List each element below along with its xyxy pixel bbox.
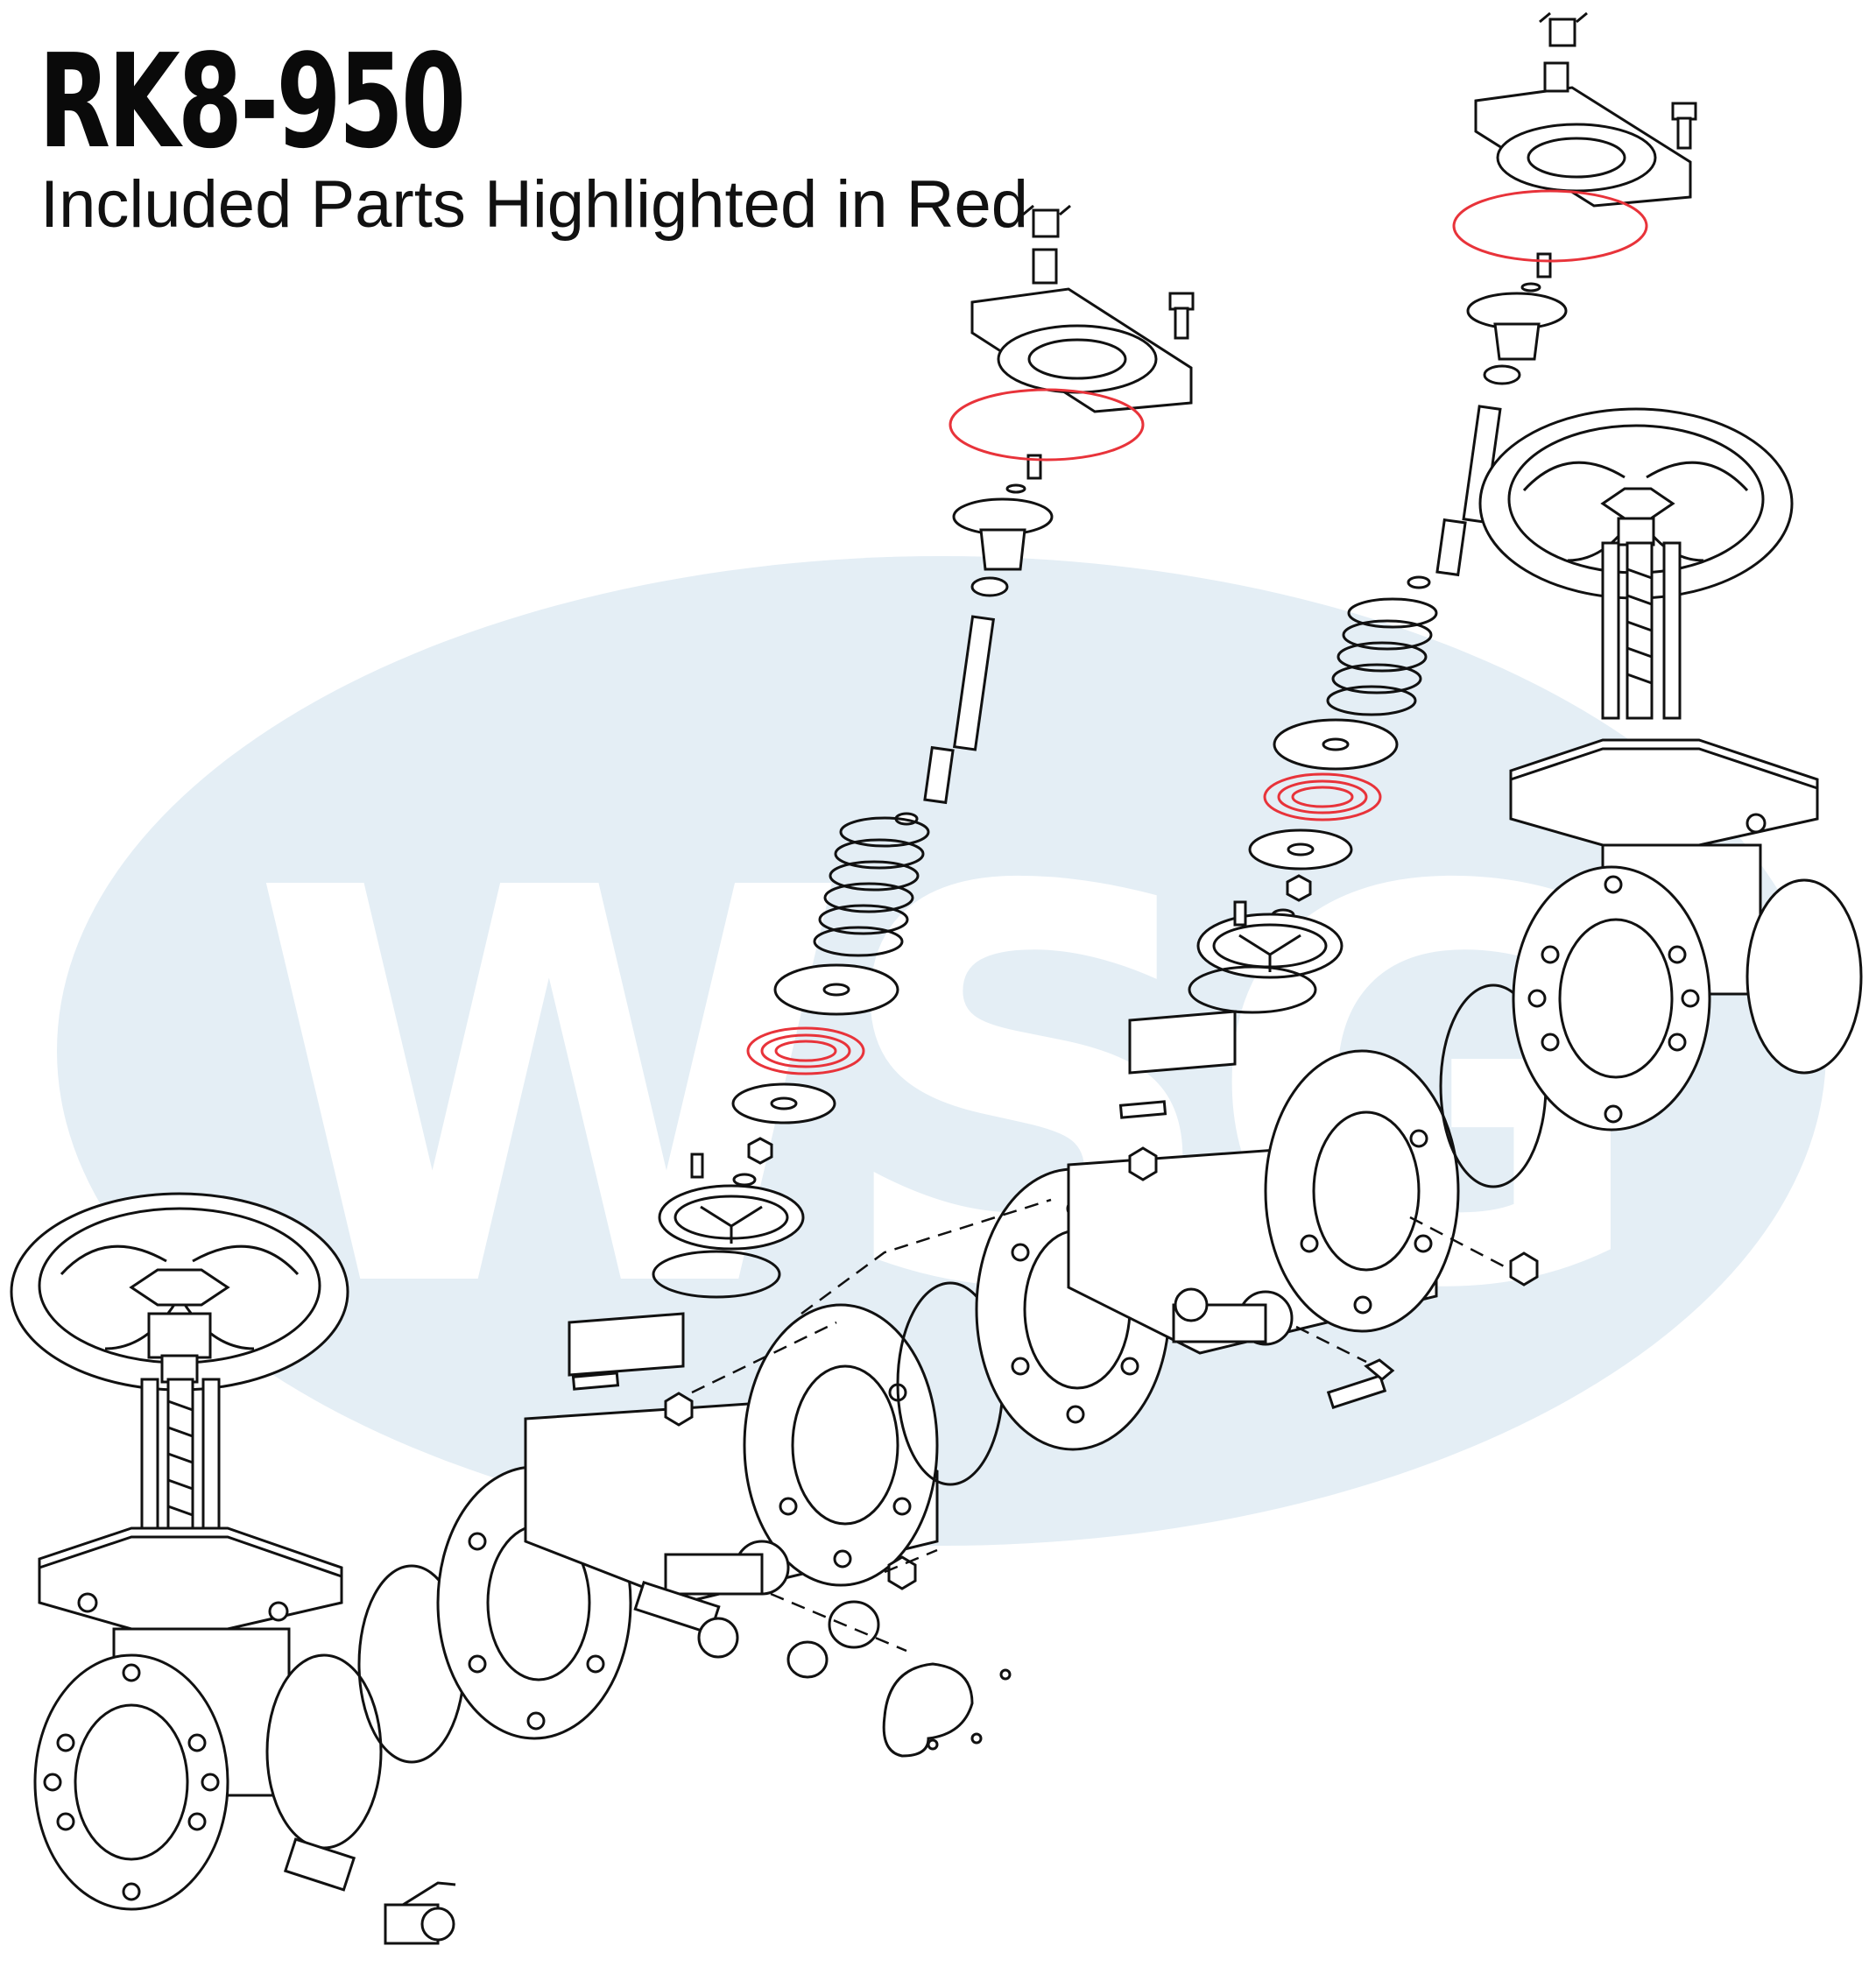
- left-check-module: [652, 204, 1195, 1299]
- included-parts-highlight: [746, 189, 1648, 1075]
- access-cover-parts: [786, 1600, 1012, 1758]
- left-cover-gasket-highlighted: [949, 388, 1145, 462]
- right-cover-gasket-highlighted: [1452, 189, 1648, 263]
- left-gate-valve: [10, 1192, 456, 1945]
- right-check-module: [1188, 11, 1697, 1014]
- page-subtitle: Included Parts Highlighted in Red: [40, 167, 1029, 242]
- main-valve-body: [436, 1303, 939, 1740]
- second-valve-body: [975, 1010, 1539, 1451]
- page-title: RK8-950: [39, 26, 466, 177]
- left-disc-seal-highlighted: [746, 1026, 865, 1075]
- assembly-lines: [691, 1198, 1512, 1653]
- right-disc-seal-highlighted: [1263, 772, 1382, 821]
- right-gate-valve: [1478, 407, 1863, 1131]
